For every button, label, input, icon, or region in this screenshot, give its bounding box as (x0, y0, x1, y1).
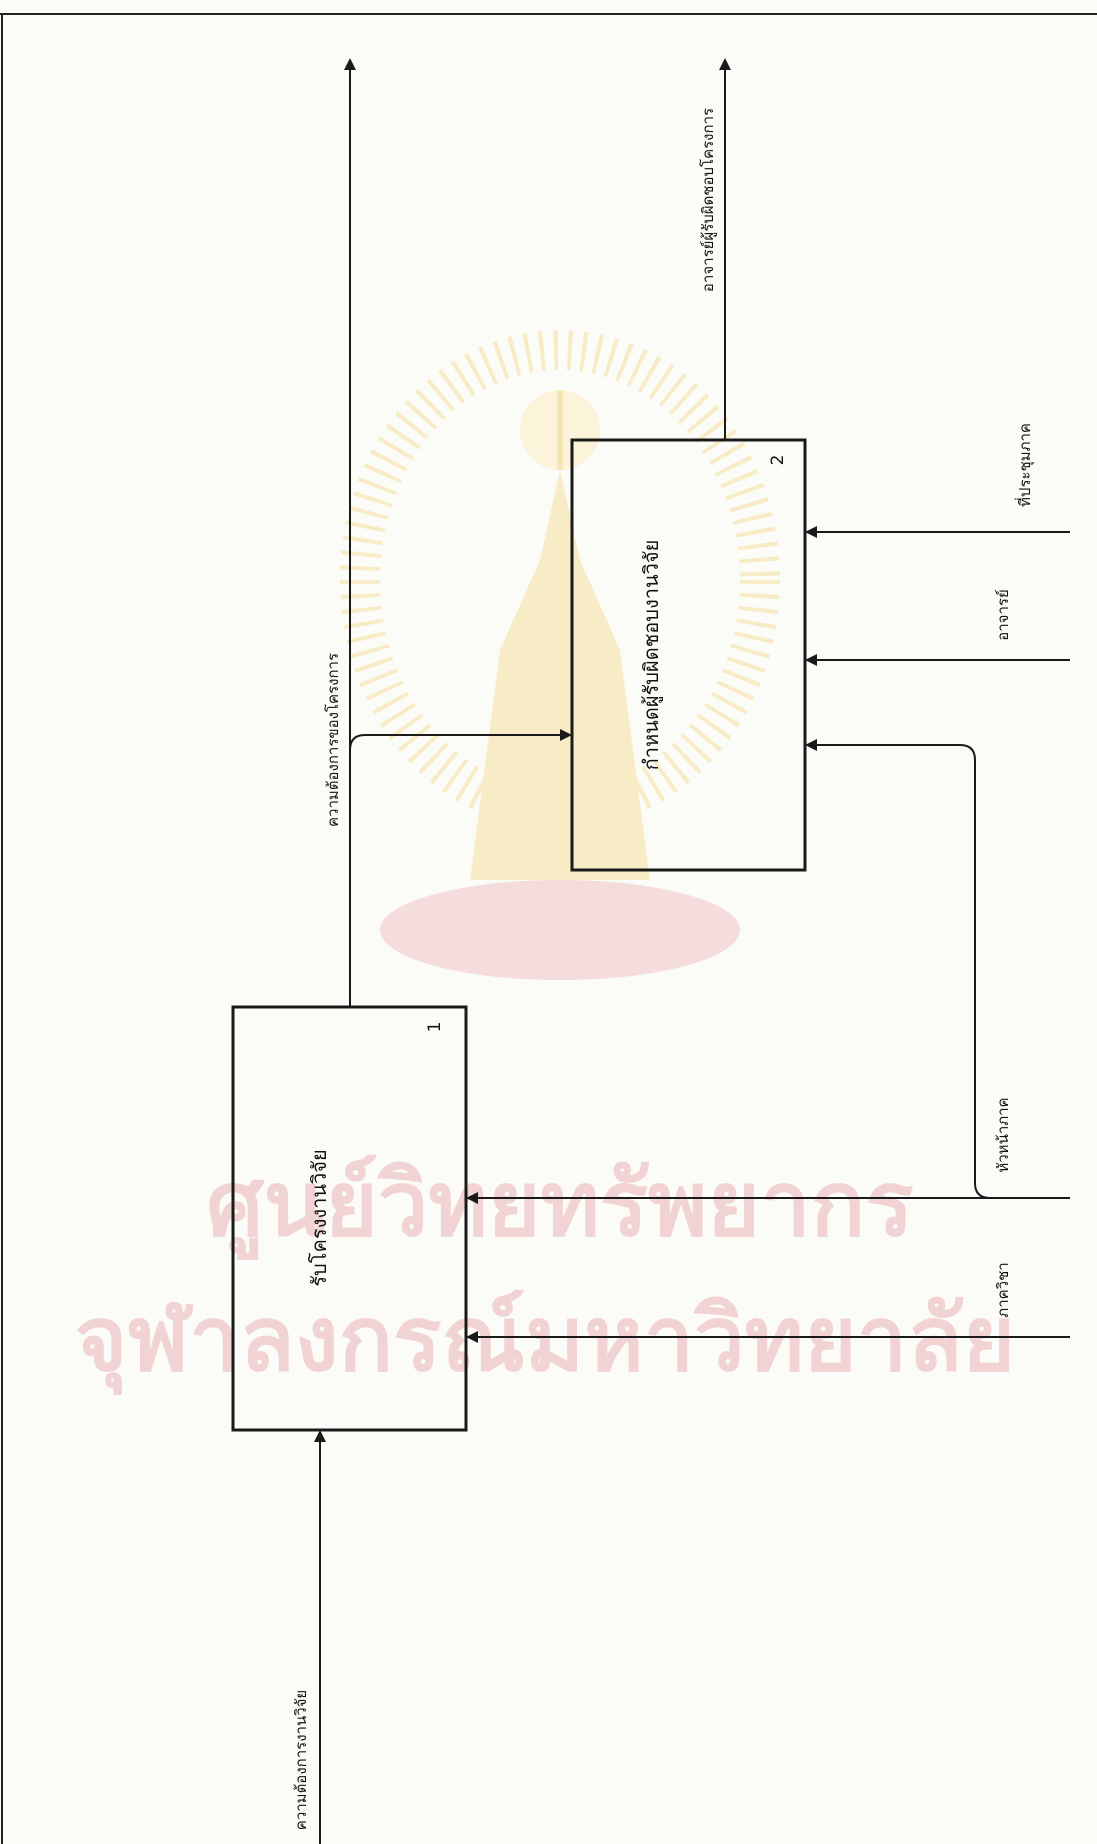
input-research-need-label: ความต้องการงานวิจัย (292, 1690, 310, 1830)
project-need-label: ความต้องการของโครงการ (324, 653, 342, 827)
head-control-label: หัวหน้าภาค (994, 1097, 1012, 1172)
meeting-control-label: ที่ประชุมภาค (1014, 423, 1035, 507)
head-control-arrow-box2 (805, 739, 991, 1199)
teacher-control-label: อาจารย์ (994, 589, 1012, 641)
box-1-number: 1 (425, 1022, 445, 1033)
watermark: ศูนย์วิทยทรัพยากร จุฬาลงกรณ์มหาวิทยาลัย (75, 330, 1015, 1396)
project-need-branch-arrow (349, 729, 572, 751)
watermark-emblem (340, 330, 780, 980)
box-2-label: กำหนดผู้รับผิดชอบงานวิจัย (639, 540, 664, 771)
box-1-label: รับโครงงานวิจัย (307, 1149, 331, 1286)
advisor-output-label: อาจารย์ผู้รับผิดชอบโครงการ (699, 108, 717, 292)
watermark-line2: จุฬาลงกรณ์มหาวิทยาลัย (75, 1287, 1015, 1396)
box-2-number: 2 (768, 455, 788, 466)
department-control-label: ภาควิชา (994, 1262, 1012, 1317)
watermark-line1: ศูนย์วิทยทรัพยากร (206, 1152, 913, 1260)
